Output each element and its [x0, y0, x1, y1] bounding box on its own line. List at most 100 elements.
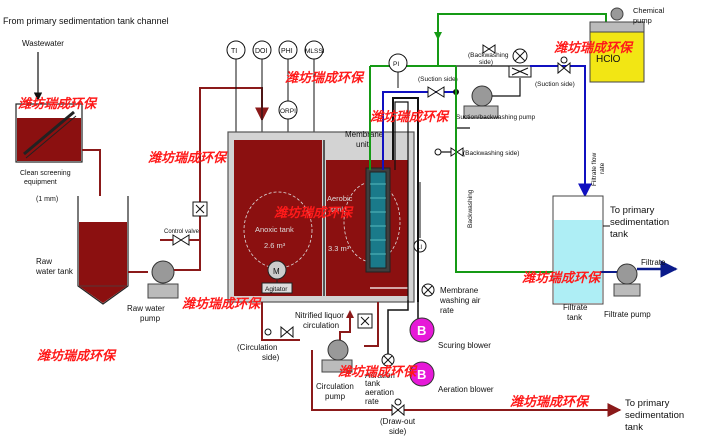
sensor-ti	[226, 40, 246, 136]
membrane-washing-air-label-3: rate	[440, 306, 454, 315]
suction-side-label: (Suction side)	[418, 76, 458, 83]
sensor-mlss	[304, 40, 324, 136]
aerobic-tank-label-2: tank	[331, 205, 345, 214]
circulation-pipe	[261, 302, 300, 341]
control-valve[interactable]	[172, 234, 190, 246]
raw-water-tank	[77, 196, 129, 305]
watermark-10: 潍坊瑞成环保	[522, 270, 602, 286]
circulation-side-label-1: (Circulation	[237, 343, 277, 352]
screen-to-raw-tank-pipe	[82, 149, 107, 212]
filtrate-line	[530, 65, 592, 198]
membrane-washing-air-label-2: washing air	[439, 296, 481, 305]
aeration-blower-symbol: B	[417, 367, 426, 382]
agitator	[261, 260, 293, 294]
chemical-dosing-line	[437, 13, 607, 36]
watermark-3: 潍坊瑞成环保	[148, 150, 228, 166]
scouring-blower[interactable]	[409, 317, 435, 343]
wastewater-label: Wastewater	[22, 39, 64, 48]
scouring-blower-symbol: B	[417, 323, 426, 338]
nitrified-liquor-label-2: circulation	[303, 321, 339, 330]
bottom-primary-label-3: tank	[625, 422, 643, 433]
aeration-rate-flowmeter	[381, 353, 395, 367]
backwashing-side-label: (Backwashing side)	[463, 150, 519, 157]
circulation-pump-label-2: pump	[325, 392, 346, 401]
sensor-mlss-label: MLSSI	[305, 48, 325, 55]
aerobic-tank-label-1: Aerobic	[327, 194, 353, 203]
agitator-motor-symbol: M	[273, 267, 280, 276]
filtrate-tank	[552, 195, 604, 305]
screening-equipment	[15, 103, 83, 163]
anoxic-tank-volume: 2.6 m³	[264, 241, 286, 250]
raw-feed-flowmeter	[192, 201, 208, 217]
raw-pump-label-1: Raw water	[127, 304, 165, 313]
screening-label-1: Clean screening	[20, 170, 71, 177]
filtrate-pump-label: Filtrate pump	[604, 310, 651, 319]
aeration-blower[interactable]	[409, 361, 435, 387]
control-valve-label: Control valve	[164, 229, 200, 235]
circulation-pump[interactable]	[321, 339, 353, 373]
top-flowmeter	[512, 48, 528, 64]
membrane-unit-label-2: unit	[356, 140, 370, 149]
filtrate-tank-label-2: tank	[567, 313, 583, 322]
chemical-pump-label-1: Chemical	[633, 6, 665, 15]
draw-out-side-label-1: (Draw-out	[380, 417, 416, 426]
watermark-9: 潍坊瑞成环保	[338, 364, 418, 380]
aeration-air-line	[387, 300, 409, 354]
backwash-filter-box	[508, 65, 532, 78]
watermark-8: 潍坊瑞成环保	[37, 348, 117, 364]
tank-aeration-label-3: aeration	[365, 388, 394, 397]
filtrate-pump[interactable]	[613, 263, 641, 297]
filtrate-valve[interactable]	[557, 56, 571, 75]
membrane-washing-air-flowmeter	[421, 283, 435, 297]
chemical-tank	[589, 7, 645, 83]
raw-tank-label-2: water tank	[35, 267, 74, 276]
watermark-5: 潍坊瑞成环保	[370, 109, 450, 125]
sensor-ph-label: PHI	[281, 48, 293, 55]
chemical-line-arrow	[434, 32, 442, 40]
chemical-pump-label-2: pump	[633, 16, 652, 25]
sensor-ti-label: TI	[231, 48, 237, 55]
suction-valve[interactable]	[427, 86, 445, 98]
draw-out-valve[interactable]	[391, 398, 405, 417]
membrane-unit-label-1: Membrane	[345, 130, 384, 139]
membrane-air-line	[392, 97, 419, 302]
to-primary-label-3: tank	[610, 229, 628, 240]
nitrified-liquor-label-1: Nitrified liquor	[295, 311, 344, 320]
pressure-indicator	[388, 53, 408, 88]
suction-backwashing-pump[interactable]	[463, 85, 499, 119]
raw-pump-label-2: pump	[140, 314, 161, 323]
chemical-tank-label: HClO	[596, 54, 621, 65]
top-backwash-valve[interactable]	[482, 44, 496, 54]
suction-backwashing-pump-label: Suction/backwashing pump	[456, 114, 536, 121]
aerobic-tank-volume: 3.3 m³	[328, 244, 350, 253]
circulation-side-valve[interactable]	[264, 325, 294, 339]
source-channel-label: From primary sedimentation tank channel	[3, 16, 169, 26]
filtrate-tank-label-1: Filtrate	[563, 303, 588, 312]
nitrified-flowmeter	[357, 313, 373, 329]
raw-water-pump[interactable]	[147, 260, 179, 299]
filtrate-flow-label-1: Filtrate flow	[591, 152, 598, 186]
pressure-indicator-label: PI	[393, 61, 399, 68]
top-backwash-side-label-1: (Backwashing	[468, 52, 509, 59]
tank-aeration-label-1: Aeration	[365, 371, 395, 380]
to-primary-label-1: To primary	[610, 205, 655, 216]
watermark-4: 潍坊瑞成环保	[274, 205, 354, 221]
watermark-7: 潍坊瑞成环保	[182, 296, 262, 312]
backwashing-line	[455, 66, 600, 273]
tank-aeration-label-4: rate	[365, 397, 379, 406]
scouring-blower-label: Scuring blower	[438, 341, 491, 350]
screening-label-2: equipment	[24, 179, 57, 186]
watermark-11: 潍坊瑞成环保	[510, 394, 590, 410]
membrane-unit	[365, 167, 391, 273]
aeration-blower-label: Aeration blower	[438, 385, 494, 394]
circulation-side-label-2: side)	[262, 353, 280, 362]
top-backwash-side-label-2: side)	[479, 59, 493, 66]
watermark-1: 潍坊瑞成环保	[285, 70, 365, 86]
anoxic-tank-label: Anoxic tank	[255, 225, 294, 234]
backwashing-label: Backwashing	[467, 189, 474, 228]
agitator-label: Agitator	[265, 286, 288, 293]
sensor-orp	[278, 100, 298, 140]
circulation-pump-label-1: Circulation	[316, 382, 354, 391]
screening-mesh-size: (1 mm)	[36, 196, 58, 203]
raw-tank-label-1: Raw	[36, 257, 52, 266]
